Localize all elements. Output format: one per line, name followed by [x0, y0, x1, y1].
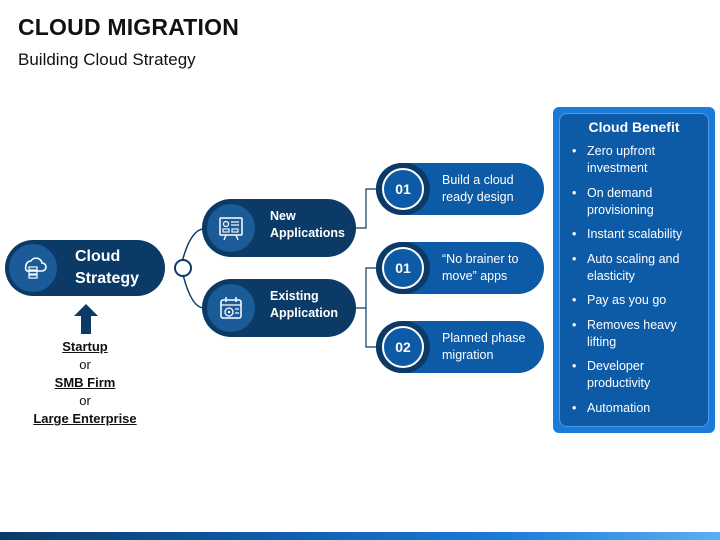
step-planned-phase-migration: 02 Planned phase migration — [376, 321, 544, 373]
new-applications-pill: New Applications — [202, 199, 356, 257]
benefit-text: On demand provisioning — [587, 185, 654, 217]
junction-node — [174, 259, 192, 277]
up-arrow-icon — [74, 304, 98, 334]
new-app-line1: New — [270, 209, 296, 223]
list-item: •Pay as you go — [572, 293, 667, 307]
size-smb: SMB Firm — [54, 375, 116, 390]
existing-app-line2: Application — [270, 306, 339, 320]
step1-line1: Build a cloud — [442, 173, 514, 187]
list-item: •On demand provisioning — [572, 185, 654, 217]
list-item: •Developer productivity — [572, 359, 651, 390]
benefit-text: Auto scaling and elasticity — [587, 251, 680, 283]
step2-line2: move” apps — [442, 269, 508, 283]
step-number: 02 — [382, 326, 424, 368]
step3-line2: migration — [442, 348, 494, 362]
cloud-server-icon — [9, 244, 57, 292]
list-item: •Instant scalability — [572, 227, 683, 241]
benefit-text: Pay as you go — [587, 293, 667, 307]
step1-line2: ready design — [442, 190, 514, 204]
size-or-1: or — [79, 357, 91, 372]
step-no-brainer-apps: 01 “No brainer to move” apps — [376, 242, 544, 294]
step3-line1: Planned phase — [442, 331, 526, 345]
step-number: 01 — [382, 168, 424, 210]
strategy-label-line1: Cloud — [75, 248, 121, 265]
page-subtitle: Building Cloud Strategy — [18, 50, 196, 69]
benefit-text: Zero upfront investment — [587, 144, 656, 175]
list-item: •Automation — [572, 400, 651, 415]
footer-gradient-bar — [0, 532, 720, 540]
page-title: CLOUD MIGRATION — [18, 14, 240, 40]
size-or-2: or — [79, 393, 91, 408]
benefit-text: Removes heavy lifting — [587, 317, 677, 349]
new-app-line2: Applications — [270, 226, 346, 240]
existing-app-line1: Existing — [270, 289, 319, 303]
size-startup: Startup — [62, 339, 108, 354]
cloud-strategy-pill: Cloud Strategy — [5, 240, 165, 296]
step-number: 01 — [382, 247, 424, 289]
strategy-label-line2: Strategy — [75, 270, 140, 287]
benefit-text: Instant scalability — [587, 227, 683, 241]
size-enterprise: Large Enterprise — [33, 411, 137, 426]
benefit-list: •Zero upfront investment •On demand prov… — [570, 143, 708, 424]
benefit-panel — [559, 113, 709, 427]
design-board-icon — [207, 204, 255, 252]
list-item: •Zero upfront investment — [572, 144, 656, 175]
list-item: •Removes heavy lifting — [572, 317, 677, 349]
benefit-text: Automation — [587, 400, 651, 415]
calendar-settings-icon — [207, 284, 255, 332]
step2-line1: “No brainer to — [442, 252, 519, 266]
list-item: •Auto scaling and elasticity — [572, 251, 680, 283]
benefit-text: Developer productivity — [587, 359, 651, 390]
step-build-cloud-ready: 01 Build a cloud ready design — [376, 163, 544, 215]
organization-sizes: Startup or SMB Firm or Large Enterprise — [20, 338, 150, 428]
benefit-title: Cloud Benefit — [588, 119, 680, 135]
existing-application-pill: Existing Application — [202, 279, 356, 337]
